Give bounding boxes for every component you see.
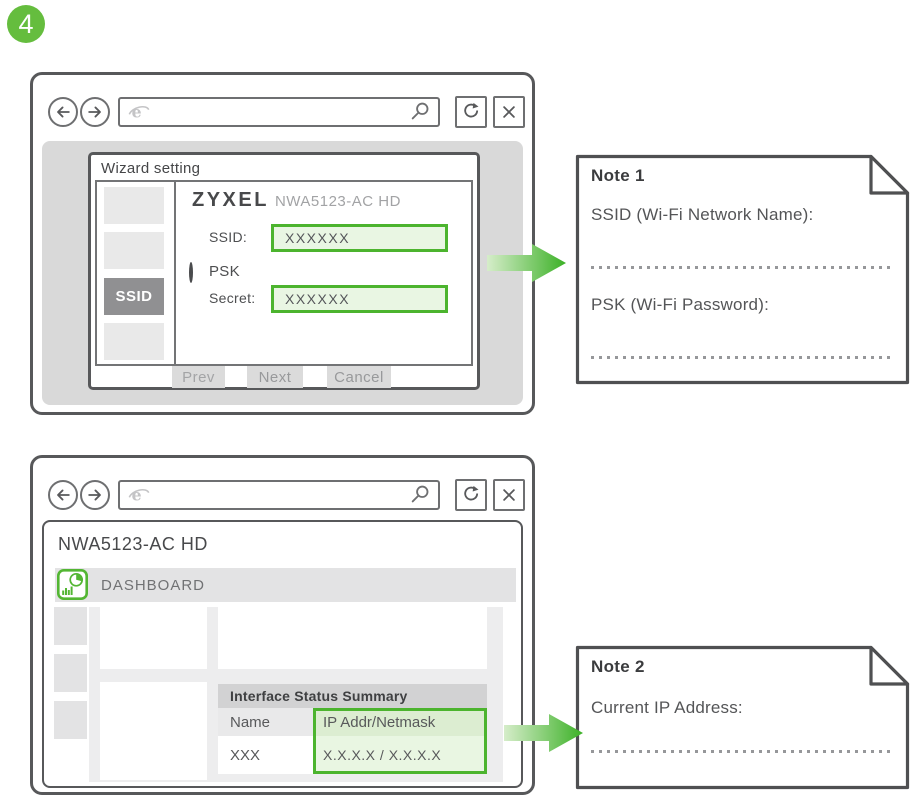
ssid-label: SSID: xyxy=(209,229,248,245)
note-card-2: Note 2 Current IP Address: xyxy=(575,645,910,790)
back-button[interactable] xyxy=(48,97,78,127)
sidebar-item-placeholder-3[interactable] xyxy=(54,701,87,739)
wizard-dialog-title: Wizard setting xyxy=(101,160,201,177)
secret-label: Secret: xyxy=(209,290,256,306)
wizard-step-placeholder-3[interactable] xyxy=(104,323,164,360)
wizard-step-placeholder-1[interactable] xyxy=(104,187,164,224)
refresh-icon xyxy=(464,102,479,118)
psk-label: PSK xyxy=(209,263,240,280)
back-arrow-icon xyxy=(57,106,70,118)
sidebar-item-placeholder-1[interactable] xyxy=(54,607,87,645)
close-button[interactable] xyxy=(493,96,525,128)
ssid-input[interactable]: XXXXXX xyxy=(271,224,448,252)
dashboard-nav-label: DASHBOARD xyxy=(101,576,206,594)
cell-ip-netmask: X.X.X.X / X.X.X.X xyxy=(313,736,487,774)
flow-arrow-2-icon xyxy=(502,711,586,755)
write-in-line xyxy=(591,356,893,359)
wizard-step-placeholder-2[interactable] xyxy=(104,232,164,269)
back-arrow-icon xyxy=(57,489,70,501)
refresh-icon xyxy=(464,485,479,501)
widget-placeholder xyxy=(100,682,207,780)
ip-column-highlight xyxy=(313,708,487,774)
refresh-button[interactable] xyxy=(455,479,487,511)
note1-field2-label: PSK (Wi-Fi Password): xyxy=(591,295,769,314)
prev-button[interactable]: Prev xyxy=(172,366,225,388)
widget-placeholder xyxy=(100,607,207,669)
column-header-name: Name xyxy=(218,708,313,736)
model-name: NWA5123-AC HD xyxy=(274,193,401,210)
interface-status-table: Interface Status Summary Name IP Addr/Ne… xyxy=(218,684,487,774)
browser-viewport: Wizard setting SSID ZYXEL NWA5123-AC HD S… xyxy=(42,141,523,405)
secret-input[interactable]: XXXXXX xyxy=(271,285,448,313)
dog-ear-fold xyxy=(869,154,910,195)
forward-button[interactable] xyxy=(80,480,110,510)
address-bar[interactable]: e xyxy=(118,97,440,127)
address-bar[interactable]: e xyxy=(118,480,440,510)
wizard-dialog: Wizard setting SSID ZYXEL NWA5123-AC HD S… xyxy=(88,152,480,390)
close-button[interactable] xyxy=(493,479,525,511)
column-header-ip: IP Addr/Netmask xyxy=(313,708,487,736)
dashboard-icon xyxy=(57,569,88,600)
dashboard-content: Interface Status Summary Name IP Addr/Ne… xyxy=(89,607,503,782)
brand-logo: ZYXEL xyxy=(192,189,269,211)
search-icon[interactable] xyxy=(409,101,431,123)
wizard-step-ssid[interactable]: SSID xyxy=(104,278,164,315)
step-number-badge: 4 xyxy=(7,5,45,43)
next-button[interactable]: Next xyxy=(247,366,303,388)
dog-ear-fold xyxy=(869,645,910,686)
search-icon[interactable] xyxy=(409,484,431,506)
web-ui-panel: NWA5123-AC HD DASHBOARD xyxy=(42,520,523,788)
wizard-body: SSID ZYXEL NWA5123-AC HD SSID: XXXXXX PSK… xyxy=(95,180,473,366)
write-in-line xyxy=(591,266,893,269)
psk-radio[interactable] xyxy=(189,262,193,283)
forward-arrow-icon xyxy=(88,106,101,118)
back-button[interactable] xyxy=(48,480,78,510)
note-outline xyxy=(575,154,910,385)
note1-title: Note 1 xyxy=(591,166,645,185)
cancel-button[interactable]: Cancel xyxy=(327,366,391,388)
refresh-button[interactable] xyxy=(455,96,487,128)
sidebar-item-placeholder-2[interactable] xyxy=(54,654,87,692)
forward-button[interactable] xyxy=(80,97,110,127)
wizard-sidebar-divider xyxy=(174,182,176,364)
brand-row: ZYXEL NWA5123-AC HD xyxy=(192,189,401,212)
browser-engine-icon: e xyxy=(128,103,150,122)
table-header-row: Name IP Addr/Netmask xyxy=(218,708,487,736)
flow-arrow-1-icon xyxy=(485,241,569,285)
browser-engine-icon: e xyxy=(128,486,150,505)
close-icon xyxy=(503,489,515,501)
note2-field1-label: Current IP Address: xyxy=(591,698,743,717)
browser-window-dashboard: e NWA5123-AC HD xyxy=(30,455,535,795)
table-row: XXX X.X.X.X / X.X.X.X xyxy=(218,736,487,774)
forward-arrow-icon xyxy=(88,489,101,501)
browser-window-wizard: e Wizard setting xyxy=(30,72,535,415)
nav-dashboard[interactable]: DASHBOARD xyxy=(55,568,516,602)
widget-placeholder xyxy=(218,607,487,669)
write-in-line xyxy=(591,750,893,753)
note1-field1-label: SSID (Wi-Fi Network Name): xyxy=(591,205,814,224)
device-title: NWA5123-AC HD xyxy=(58,534,208,554)
svg-text:e: e xyxy=(132,486,142,505)
table-title: Interface Status Summary xyxy=(218,684,487,708)
cell-interface-name: XXX xyxy=(218,736,313,774)
svg-text:e: e xyxy=(132,103,142,122)
close-icon xyxy=(503,106,515,118)
note2-title: Note 2 xyxy=(591,657,645,676)
note-card-1: Note 1 SSID (Wi-Fi Network Name): PSK (W… xyxy=(575,154,910,385)
